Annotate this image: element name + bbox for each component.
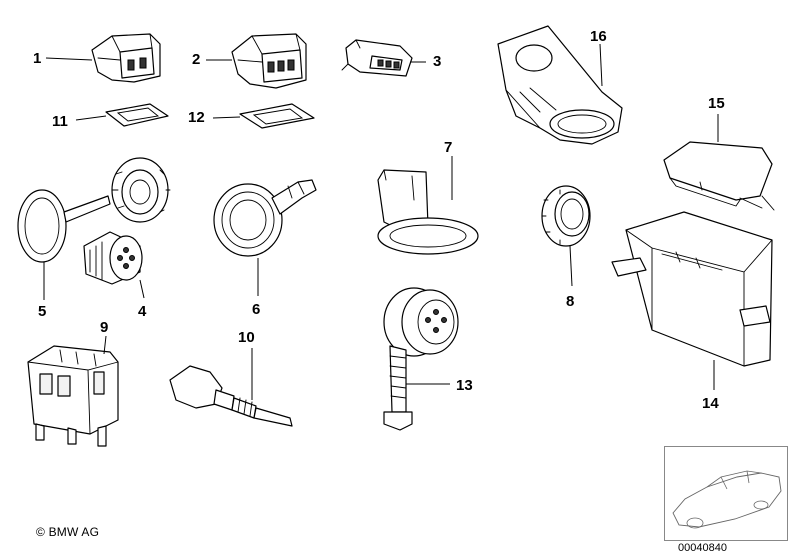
callout-1: 1 (33, 50, 41, 67)
part-6-rubber-boot[interactable] (213, 179, 317, 257)
callout-11: 11 (52, 113, 68, 130)
callout-8: 8 (566, 293, 574, 310)
callout-9: 9 (100, 319, 108, 336)
vehicle-thumbnail (664, 446, 788, 541)
part-1-connector-2pin[interactable] (91, 33, 161, 83)
car-icon (672, 470, 782, 529)
part-7-ring-holder[interactable] (377, 169, 479, 255)
part-2-connector-3pin[interactable] (231, 33, 307, 89)
callout-16: 16 (590, 28, 607, 45)
part-12-gasket[interactable] (239, 103, 315, 129)
callout-12: 12 (188, 109, 205, 126)
part-14-box-housing[interactable] (611, 211, 773, 367)
part-11-gasket[interactable] (105, 103, 169, 127)
callout-14: 14 (702, 395, 719, 412)
callout-15: 15 (708, 95, 725, 112)
part-4-round-connector[interactable] (83, 231, 143, 285)
part-15-cover-lid[interactable] (663, 141, 775, 211)
callout-4: 4 (138, 303, 147, 320)
callout-5: 5 (38, 303, 46, 320)
callout-2: 2 (192, 51, 200, 68)
copyright-notice: © BMW AG (36, 525, 100, 539)
document-number: 00040840 (678, 542, 727, 554)
callout-3: 3 (433, 53, 441, 70)
callout-7: 7 (444, 139, 452, 156)
callout-13: 13 (456, 377, 473, 394)
part-10-cable-boot[interactable] (169, 365, 293, 427)
callout-6: 6 (252, 301, 260, 318)
part-16-bracket[interactable] (497, 25, 623, 145)
part-5-ring-with-strap[interactable] (17, 157, 171, 263)
part-3-flat-connector[interactable] (341, 39, 413, 77)
callout-10: 10 (238, 329, 255, 346)
part-8-threaded-ring[interactable] (541, 185, 591, 247)
part-13-angled-connector[interactable] (383, 287, 459, 431)
part-9-connector-block[interactable] (27, 345, 119, 447)
